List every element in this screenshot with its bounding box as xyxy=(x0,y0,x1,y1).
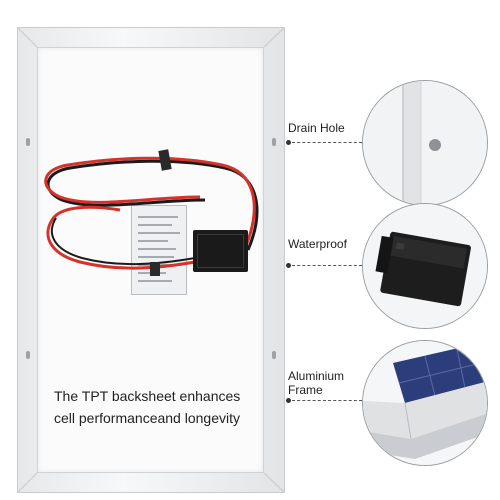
callout-dot xyxy=(286,263,291,268)
callout-dot xyxy=(286,398,291,403)
waterproof-label: Waterproof xyxy=(288,237,347,251)
drain-hole-detail-circle xyxy=(362,80,488,206)
backsheet-description-line2: cell performanceand longevity xyxy=(54,410,240,426)
callout-dot xyxy=(286,140,291,145)
backsheet-description-line1: The TPT backsheet enhances xyxy=(54,388,241,404)
drain-hole-label: Drain Hole xyxy=(288,121,345,135)
callout-line xyxy=(292,400,362,401)
frame-hole xyxy=(26,351,30,359)
frame-hole xyxy=(26,138,30,146)
frame-hole xyxy=(272,351,276,359)
aluminium-label-line1: Aluminium xyxy=(288,369,345,383)
aluminium-frame-detail-circle xyxy=(362,340,488,466)
waterproof-detail-circle xyxy=(362,203,488,329)
frame-bevels xyxy=(17,27,285,493)
callout-line xyxy=(292,265,362,266)
callout-line xyxy=(292,142,362,143)
aluminium-label-line2: Frame xyxy=(288,383,323,397)
junction-box xyxy=(193,230,248,272)
cables xyxy=(44,149,259,276)
specification-label xyxy=(131,205,187,295)
frame-hole xyxy=(272,138,276,146)
